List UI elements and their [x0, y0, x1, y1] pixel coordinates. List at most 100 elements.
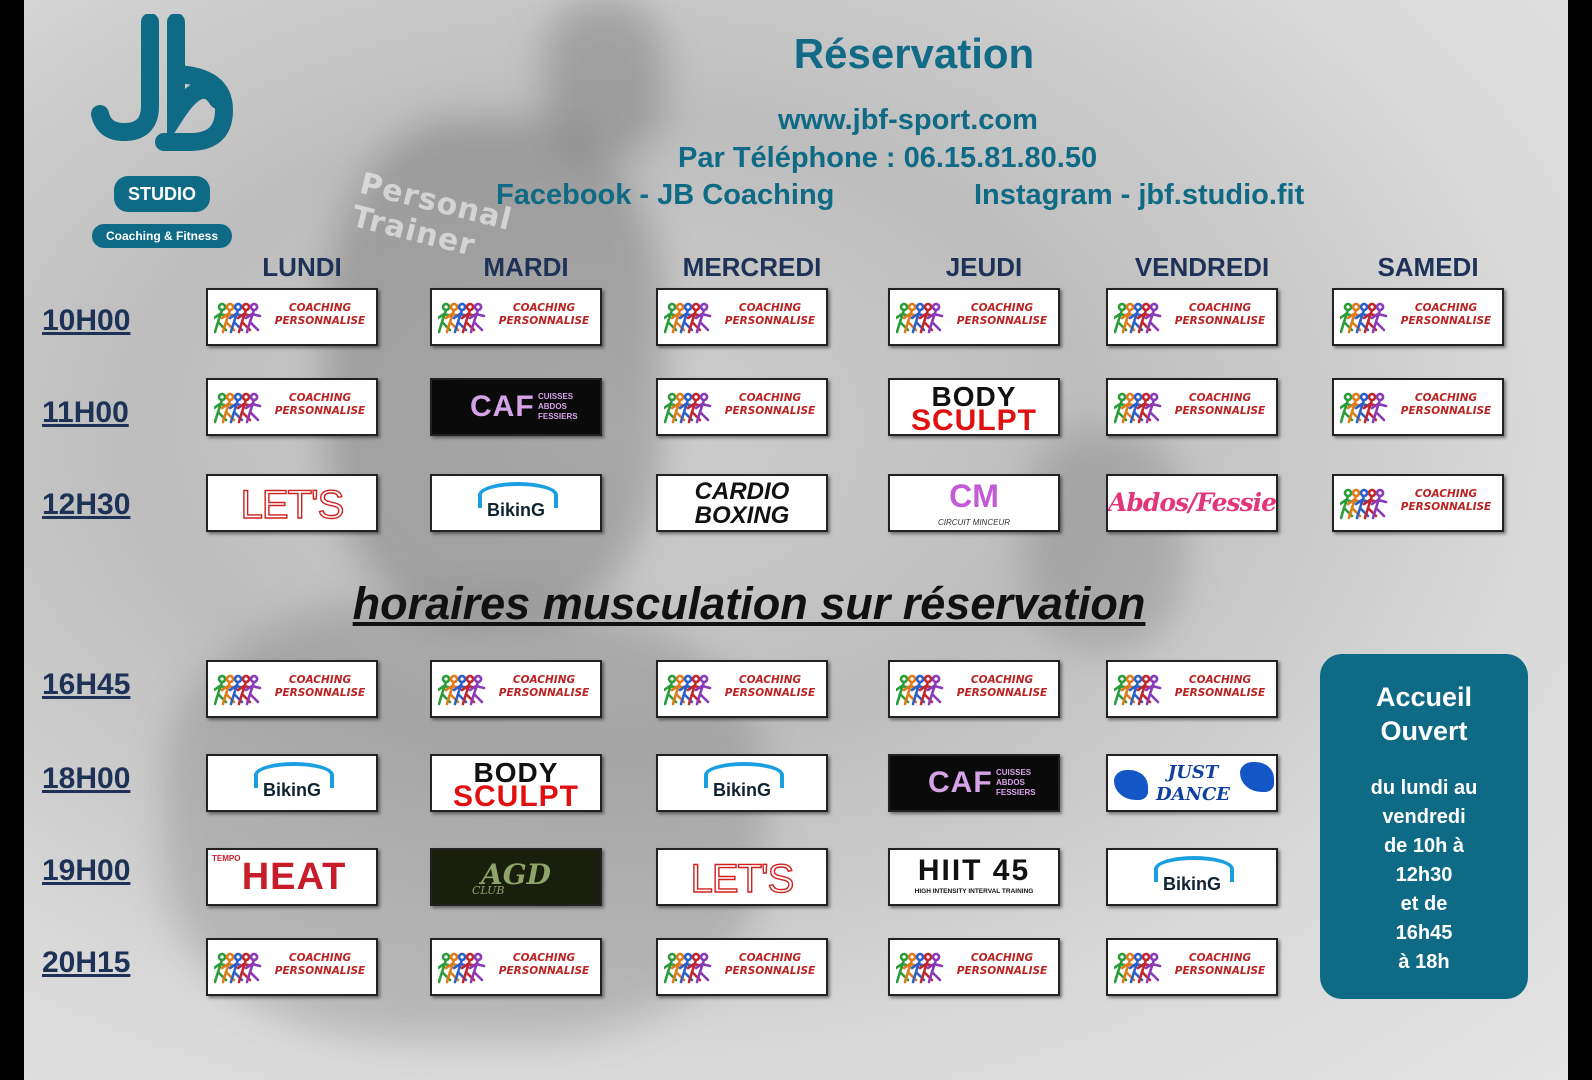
class-label-line2: PERSONNALISE — [956, 965, 1048, 977]
class-label-line2: PERSONNALISE — [724, 315, 816, 327]
accueil-hours-text: du lundi au vendredi de 10h à 12h30 et d… — [1370, 777, 1478, 973]
runners-icon — [896, 674, 944, 706]
runners-icon — [214, 302, 262, 334]
class-card-push[interactable]: LET'S PUSH — [206, 474, 378, 532]
class-card-abdos[interactable]: Abdos/Fessiers — [1106, 474, 1278, 532]
class-label-line1: CARDIO — [694, 478, 790, 505]
class-label-line2: PERSONNALISE — [724, 405, 816, 417]
class-card-biking[interactable]: BikinG — [1106, 848, 1278, 906]
runners-icon — [664, 952, 712, 984]
class-card-push[interactable]: LET'S PUSH — [656, 848, 828, 906]
class-label-line2: SCULPT — [453, 780, 579, 812]
class-sublabel: CUISSES ABDOS FESSIERS — [538, 392, 578, 421]
class-card-biking[interactable]: BikinG — [206, 754, 378, 812]
class-label: BikinG — [262, 780, 321, 800]
studio-badge: STUDIO — [114, 176, 210, 212]
time-label-4: 18H00 — [42, 762, 131, 795]
class-label-line2: PERSONNALISE — [1400, 315, 1492, 327]
runners-icon — [896, 952, 944, 984]
class-label: CAF — [470, 390, 535, 423]
class-card-dance[interactable]: JUST DANCE — [1106, 754, 1278, 812]
runners-icon — [438, 952, 486, 984]
class-sublabel: HIGH INTENSITY INTERVAL TRAINING — [914, 888, 1034, 895]
cyclist-swirl-icon — [254, 762, 334, 788]
class-label-line2: PERSONNALISE — [498, 965, 590, 977]
day-header-5: SAMEDI — [1377, 252, 1479, 282]
cyclist-swirl-icon — [478, 482, 558, 508]
class-label: AGD — [481, 858, 551, 891]
class-label-line1: COACHING — [512, 952, 576, 964]
class-card-biking[interactable]: BikinG — [656, 754, 828, 812]
day-header-1: MARDI — [483, 252, 569, 282]
class-label-line2: PERSONNALISE — [1174, 687, 1266, 699]
class-label-line2: PERSONNALISE — [498, 687, 590, 699]
class-label-line1: COACHING — [288, 674, 352, 686]
class-label-line1: COACHING — [970, 674, 1034, 686]
class-label: LET'S PUSH — [690, 856, 795, 901]
class-label: LET'S PUSH — [240, 482, 345, 527]
phone-number[interactable]: Par Téléphone : 06.15.81.80.50 — [678, 142, 1098, 174]
facebook-link[interactable]: Facebook - JB Coaching — [496, 179, 835, 211]
class-sublabel: CUISSES ABDOS FESSIERS — [996, 768, 1036, 797]
class-label-line1: COACHING — [1414, 488, 1478, 500]
class-label: BikinG — [486, 500, 545, 520]
class-sublabel: TEMPO — [212, 854, 241, 863]
class-label: CAF — [928, 766, 993, 799]
time-label-2: 12H30 — [42, 488, 131, 521]
instagram-link[interactable]: Instagram - jbf.studio.fit — [974, 179, 1305, 211]
class-label-line1: COACHING — [288, 392, 352, 404]
class-label-line2: PERSONNALISE — [1400, 501, 1492, 513]
class-label-line2: BOXING — [694, 502, 790, 529]
cyclist-swirl-icon — [1154, 856, 1234, 882]
website-link[interactable]: www.jbf-sport.com — [778, 104, 1038, 136]
jb-logo-icon — [91, 14, 234, 151]
class-label-line1: COACHING — [970, 952, 1034, 964]
class-label-line1: COACHING — [512, 302, 576, 314]
runners-icon — [1340, 488, 1388, 520]
class-label-line2: PERSONNALISE — [274, 405, 366, 417]
class-card-biking[interactable]: BikinG — [430, 474, 602, 532]
runners-icon — [214, 952, 262, 984]
